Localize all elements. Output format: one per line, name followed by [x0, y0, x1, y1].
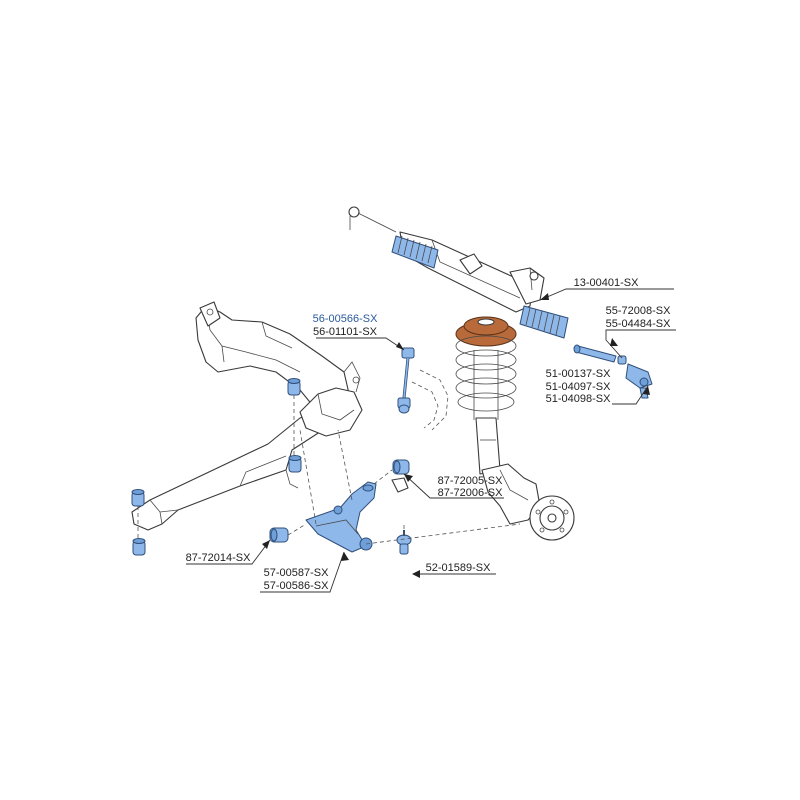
mount-bushing-lower-left: [132, 538, 146, 556]
stabilizer-link: [397, 347, 415, 414]
label-inner-tie-rod-c: 51-04098-SX: [546, 393, 611, 405]
label-stabilizer-link-b: 56-01101-SX: [313, 326, 378, 338]
label-ball-joint: 52-01589-SX: [426, 562, 491, 574]
arrow-tie-rod-end: [610, 338, 618, 346]
part-labels: 13-00401-SX 55-72008-SX 55-04484-SX 56-0…: [186, 277, 671, 592]
arrow-control-arm: [341, 552, 349, 561]
arrow-inner-tie-rod: [643, 386, 650, 395]
label-control-arm-a: 57-00587-SX: [264, 567, 329, 579]
label-inner-tie-rod-b: 51-04097-SX: [546, 381, 611, 393]
label-tie-rod-end-b: 55-04484-SX: [606, 318, 671, 330]
leader-lines: [186, 288, 676, 593]
label-stabilizer-bushing-a: 87-72005-SX: [438, 475, 503, 487]
label-inner-tie-rod-a: 51-00137-SX: [546, 368, 611, 380]
arrow-stabilizer-bushing: [404, 474, 413, 482]
mount-bushing-lower-right: [288, 455, 302, 473]
subframe-mount-bushings: [131, 378, 302, 556]
arrow-stabilizer-link: [396, 342, 404, 350]
arrow-steering-rack: [540, 293, 549, 300]
steering-rack: [348, 206, 545, 313]
subframe: [131, 301, 363, 531]
arrow-control-arm-bushing: [262, 540, 270, 549]
strut-body: [475, 417, 501, 475]
label-stabilizer-link-a: 56-00566-SX: [313, 313, 378, 325]
label-control-arm-bushing: 87-72014-SX: [186, 552, 251, 564]
assembly-guide-lines: [287, 429, 521, 545]
stabilizer-bar: [411, 369, 449, 431]
steering-rack-boot-left: [391, 235, 439, 269]
mount-bushing-upper-right: [287, 378, 301, 396]
label-steering-rack: 13-00401-SX: [574, 277, 639, 289]
wheel-hub: [529, 495, 575, 541]
stabilizer-bushing: [391, 459, 410, 493]
lower-control-arm: [305, 481, 377, 553]
pointer-arrows: [262, 293, 650, 578]
label-tie-rod-end-a: 55-72008-SX: [606, 305, 671, 317]
arrow-ball-joint: [412, 570, 420, 578]
coil-spring: [455, 335, 517, 420]
label-stabilizer-bushing-b: 87-72006-SX: [438, 487, 503, 499]
label-control-arm-b: 57-00586-SX: [264, 580, 329, 592]
control-arm-bushing: [269, 527, 289, 543]
strut-mount: [455, 316, 517, 347]
inner-tie-rod: [573, 344, 617, 363]
steering-rack-boot-right: [519, 305, 569, 339]
mount-bushing-upper-left: [131, 489, 145, 507]
